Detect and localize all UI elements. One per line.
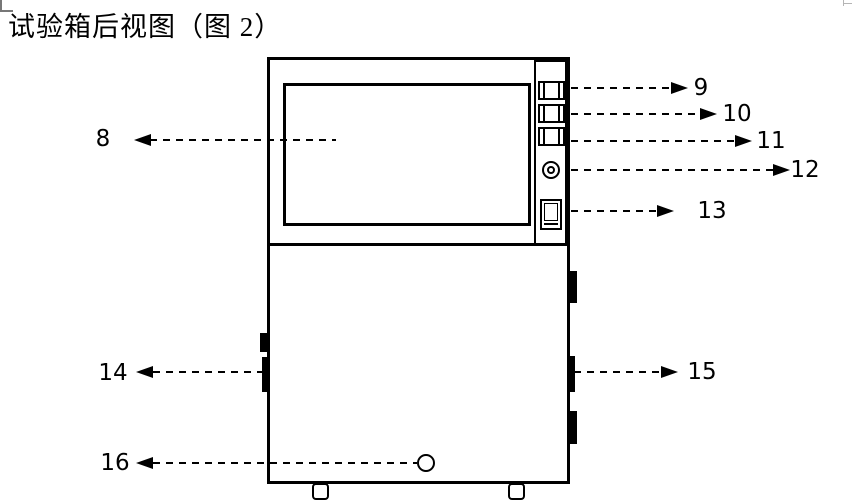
callout-10-label: 10 xyxy=(722,101,752,127)
callout-10-arrowhead-icon xyxy=(700,108,717,120)
slot-flange-line xyxy=(543,129,545,144)
callout-12-arrowhead-icon xyxy=(773,164,790,176)
slot-flange-line xyxy=(543,106,545,121)
callout-16-line xyxy=(153,462,417,464)
callout-13-label: 13 xyxy=(697,198,727,224)
socket-inner-frame xyxy=(544,203,558,221)
callout-8-label: 8 xyxy=(95,126,111,152)
slot-flange-line xyxy=(558,83,560,98)
left-foot xyxy=(312,483,329,500)
callout-13-arrowhead-icon xyxy=(657,205,674,217)
left-side-tab-upper xyxy=(260,333,268,352)
callout-8-arrowhead-icon xyxy=(134,134,151,146)
socket-bottom-line xyxy=(544,223,558,225)
round-connector-center xyxy=(547,166,555,174)
drain-hole-16 xyxy=(417,454,435,472)
callout-11-label: 11 xyxy=(756,128,786,154)
vent-slot-9 xyxy=(538,81,565,100)
lower-cabinet-outline xyxy=(267,243,570,484)
vent-slot-11 xyxy=(538,127,565,146)
callout-9-line xyxy=(571,87,672,89)
right-side-tab-15 xyxy=(568,356,575,392)
page-corner-mark-right-horizontal xyxy=(843,3,852,4)
callout-15-arrowhead-icon xyxy=(661,366,678,378)
callout-15-label: 15 xyxy=(687,359,717,385)
callout-13-line xyxy=(571,210,658,212)
callout-8-line xyxy=(150,139,336,141)
callout-9-label: 9 xyxy=(693,75,709,101)
left-side-tab-14 xyxy=(262,357,269,392)
right-side-tab-lower xyxy=(568,411,577,444)
callout-15-line xyxy=(574,371,662,373)
right-side-tab-upper xyxy=(568,271,577,303)
callout-16-label: 16 xyxy=(100,450,130,476)
page-corner-mark-left-horizontal xyxy=(0,10,13,12)
slot-flange-line xyxy=(558,106,560,121)
page-corner-mark-left-vertical xyxy=(0,0,2,11)
callout-16-arrowhead-icon xyxy=(136,457,153,469)
callout-12-label: 12 xyxy=(790,157,820,183)
callout-14-line xyxy=(153,371,264,373)
callout-12-line xyxy=(571,169,774,171)
callout-14-label: 14 xyxy=(98,360,128,386)
slot-flange-line xyxy=(558,129,560,144)
callout-9-arrowhead-icon xyxy=(671,82,688,94)
slot-flange-line xyxy=(543,83,545,98)
round-connector-12 xyxy=(542,161,560,179)
callout-11-line xyxy=(571,140,736,142)
callout-10-line xyxy=(571,113,701,115)
callout-14-arrowhead-icon xyxy=(136,366,153,378)
figure-title: 试验箱后视图（图 2） xyxy=(8,12,283,42)
right-foot xyxy=(508,483,525,500)
vent-slot-10 xyxy=(538,104,565,123)
callout-11-arrowhead-icon xyxy=(735,135,752,147)
power-socket-13 xyxy=(540,199,562,230)
rear-panel-plate xyxy=(283,83,531,226)
